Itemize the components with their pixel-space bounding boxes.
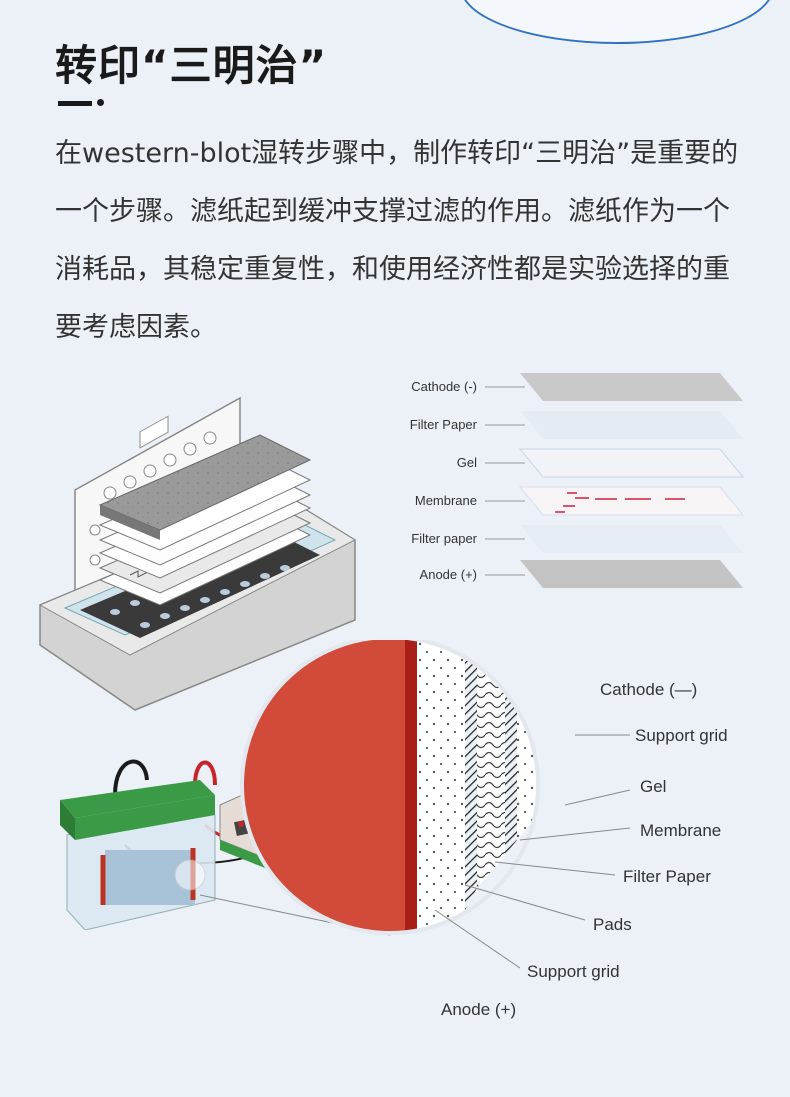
stack-label-filter-paper-top: Filter Paper [410,417,478,432]
cross-section-label-anode: Anode (+) [441,1000,516,1019]
callout-pads: Pads [593,915,632,934]
tank-illustration [38,396,357,711]
stack-label-anode: Anode (+) [420,567,477,582]
stack-label-membrane: Membrane [415,493,477,508]
cross-section-diagram: Cathode (—) Support grid Gel Membrane Fi… [199,640,728,1019]
page-title: 转印“三明治” [55,41,328,90]
intro-paragraph: 在western-blot湿转步骤中，制作转印“三明治”是重要的一个步骤。滤纸起… [55,138,739,343]
callout-support-grid-top: Support grid [635,726,728,745]
callout-support-grid-bottom: Support grid [527,962,620,981]
stack-layers [518,373,745,588]
callout-filter-paper: Filter Paper [623,867,711,886]
stack-label-cathode: Cathode (-) [411,379,477,394]
cross-section-label-cathode: Cathode (—) [600,680,697,699]
layer-stack-diagram: Cathode (-) Filter Paper Gel Membrane Fi… [410,373,745,588]
title-underline-dot [97,99,104,106]
callout-membrane: Membrane [640,821,721,840]
title-underline [58,101,92,106]
decorative-circle [460,0,774,44]
callout-gel: Gel [640,777,666,796]
stack-label-filter-paper-bottom: Filter paper [411,531,477,546]
stack-label-gel: Gel [457,455,477,470]
